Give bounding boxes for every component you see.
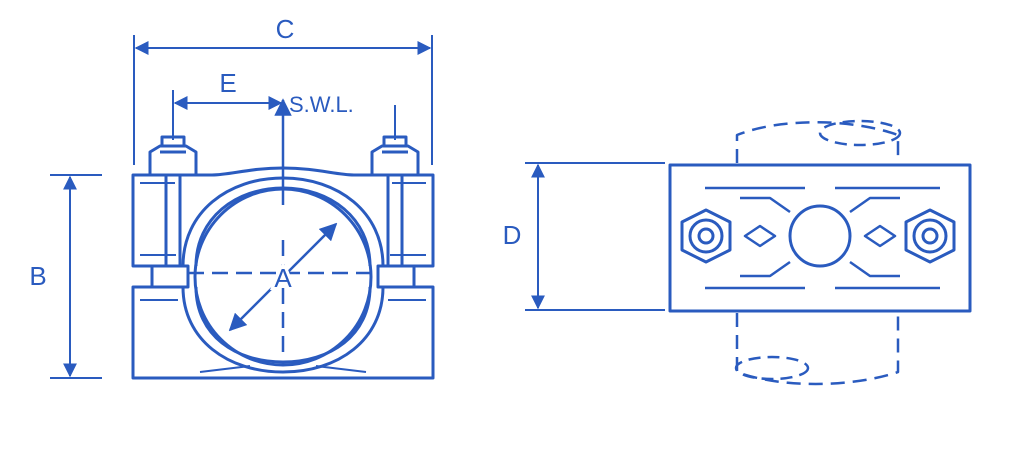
pipe-outline-top xyxy=(735,121,900,163)
pipe-end-bottom xyxy=(734,355,810,381)
front-dimensions xyxy=(50,35,433,379)
pipe-outline-bottom xyxy=(735,313,900,386)
right-seam-tab xyxy=(376,264,416,289)
lower-body-detail xyxy=(140,299,426,373)
front-view xyxy=(131,135,435,380)
label-swl: S.W.L. xyxy=(289,92,354,117)
left-nut xyxy=(148,135,198,175)
right-hex-nut xyxy=(904,208,956,264)
left-seam-tab xyxy=(150,264,190,289)
clamp-plate xyxy=(668,163,972,313)
right-nut xyxy=(370,135,420,175)
label-b: B xyxy=(29,261,46,291)
label-a: A xyxy=(274,263,292,293)
label-c: C xyxy=(276,14,295,44)
left-nut-washer xyxy=(688,218,724,254)
left-bolt xyxy=(164,175,182,266)
right-bolt-hole xyxy=(921,227,939,245)
front-centerlines xyxy=(188,98,378,360)
left-bolt-hole xyxy=(697,227,715,245)
upper-body-detail xyxy=(140,182,426,256)
pipe-end-top xyxy=(818,119,902,147)
top-dimensions xyxy=(525,162,665,311)
left-hex-nut xyxy=(680,208,732,264)
lower-liner xyxy=(194,286,372,364)
right-bolt xyxy=(386,175,404,266)
label-e: E xyxy=(219,68,236,98)
right-nut-washer xyxy=(912,218,948,254)
lower-clamp-half xyxy=(131,285,435,380)
dimension-a-arrow xyxy=(228,222,338,332)
label-d: D xyxy=(503,220,522,250)
centre-bore xyxy=(788,204,852,268)
top-view xyxy=(668,119,972,386)
plate-ribs xyxy=(705,186,940,290)
upper-clamp-half xyxy=(131,166,435,268)
